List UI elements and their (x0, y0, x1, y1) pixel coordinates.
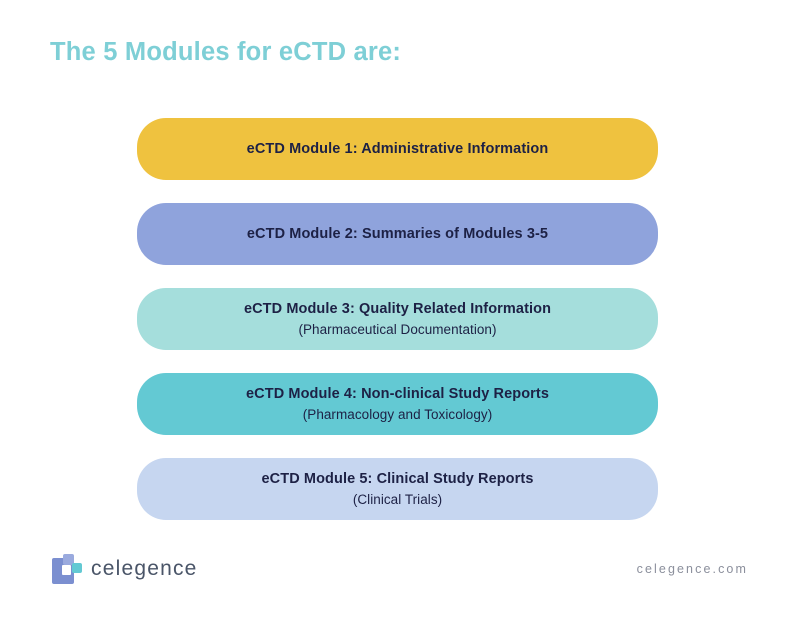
module-title: eCTD Module 3: Quality Related Informati… (243, 300, 552, 317)
module-title: eCTD Module 4: Non-clinical Study Report… (246, 385, 549, 402)
brand-logo: celegence (52, 554, 198, 584)
module-bar-1: eCTD Module 1: Administrative Informatio… (137, 118, 658, 180)
slide-footer: celegence celegence.com (0, 554, 800, 600)
celegence-logo-icon (52, 554, 82, 584)
module-list: eCTD Module 1: Administrative Informatio… (137, 118, 658, 520)
module-subtitle: (Clinical Trials) (352, 491, 443, 507)
module-bar-4: eCTD Module 4: Non-clinical Study Report… (137, 373, 658, 435)
logo-block-notch (62, 565, 71, 575)
module-bar-3: eCTD Module 3: Quality Related Informati… (137, 288, 658, 350)
logo-block-accent (72, 563, 82, 573)
module-bar-2: eCTD Module 2: Summaries of Modules 3-5 (137, 203, 658, 265)
brand-wordmark: celegence (91, 557, 198, 580)
site-url: celegence.com (636, 562, 748, 576)
module-title: eCTD Module 5: Clinical Study Reports (261, 470, 534, 487)
module-subtitle: (Pharmaceutical Documentation) (298, 321, 497, 337)
logo-block-top (63, 554, 74, 565)
module-subtitle: (Pharmacology and Toxicology) (302, 406, 493, 422)
module-title: eCTD Module 1: Administrative Informatio… (246, 140, 549, 157)
module-title: eCTD Module 2: Summaries of Modules 3-5 (246, 225, 549, 242)
module-bar-5: eCTD Module 5: Clinical Study Reports (Cl… (137, 458, 658, 520)
page-title: The 5 Modules for eCTD are: (50, 38, 402, 66)
